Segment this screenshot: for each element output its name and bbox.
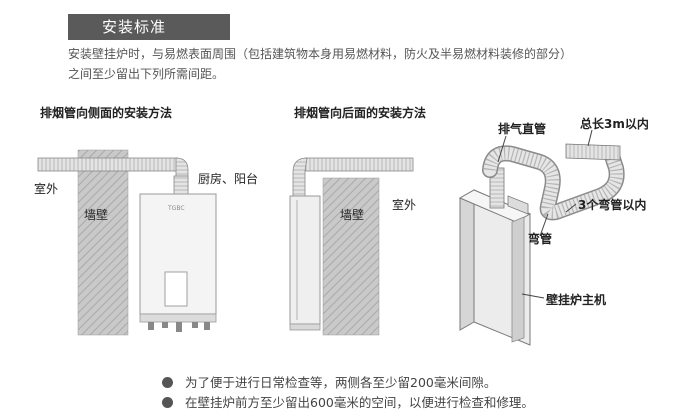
back-outdoor-label: 室外	[392, 198, 417, 212]
boiler-brand-mark: TGBC	[168, 205, 185, 212]
diagram-pipe-routing	[458, 129, 625, 346]
boiler-side-view	[289, 195, 321, 325]
straight-pipe-label: 排气直管	[498, 122, 547, 136]
side-outdoor-label: 室外	[34, 182, 59, 196]
bullet-icon	[162, 377, 173, 388]
note-item-1: 为了便于进行日常检查等，两侧各至少留200毫米间隙。	[162, 372, 496, 391]
leader-total-length	[587, 129, 593, 147]
section-title: 安装标准	[68, 14, 230, 40]
mount-bracket	[507, 195, 529, 215]
intro-line-2: 之间至少留出下列所需间距。	[68, 67, 225, 81]
bullet-icon	[162, 397, 173, 408]
side-diagram-heading: 排烟管向侧面的安装方法	[40, 106, 173, 120]
intro-line-1: 安装壁挂炉时，与易燃表面周围（包括建筑物本身用易燃材料，防火及半易燃材料装修的部…	[68, 47, 573, 61]
boiler-label: 壁挂炉主机	[546, 293, 607, 307]
elbow-label: 弯管	[528, 232, 553, 246]
flue-elbow-back	[292, 157, 308, 197]
total-length-label: 总长3m以内	[580, 117, 649, 131]
outlet-pipe	[565, 143, 621, 161]
boiler-display-window	[164, 271, 188, 307]
note-text-2: 在壁挂炉前方至少留出600毫米的空间，以便进行检查和修理。	[185, 395, 534, 410]
diagram-back-exhaust	[289, 157, 414, 336]
leader-boiler	[521, 293, 545, 299]
flue-pipe-horizontal-side	[37, 157, 179, 172]
boiler-3d-side	[459, 189, 475, 331]
note-text-1: 为了便于进行日常检查等，两侧各至少留200毫米间隙。	[185, 375, 497, 390]
back-wall-label: 墙壁	[340, 208, 365, 222]
side-wall-label: 墙壁	[84, 208, 109, 222]
leader-elbow	[539, 213, 549, 237]
flue-pipe-vertical-side	[173, 175, 189, 195]
diagram-side-exhaust	[37, 149, 217, 336]
boiler-bottom-strip	[139, 313, 217, 323]
side-room-label: 厨房、阳台	[198, 172, 259, 186]
installation-diagrams	[37, 129, 625, 346]
leader-straight-pipe	[497, 135, 507, 163]
boiler-side-bottom	[289, 323, 321, 331]
flue-pipe-horizontal-back	[304, 157, 414, 172]
note-item-2: 在壁挂炉前方至少留出600毫米的空间，以便进行检查和修理。	[162, 392, 534, 411]
leader-elbows	[565, 203, 577, 213]
wall-block-back	[322, 177, 380, 336]
wall-block-side	[77, 149, 129, 336]
boiler-valves	[148, 322, 210, 332]
elbow-count-label: 3个弯管以内	[578, 198, 647, 212]
intro-text: 安装壁挂炉时，与易燃表面周围（包括建筑物本身用易燃材料，防火及半易燃材料装修的部…	[68, 44, 668, 84]
back-diagram-heading: 排烟管向后面的安装方法	[294, 106, 427, 120]
